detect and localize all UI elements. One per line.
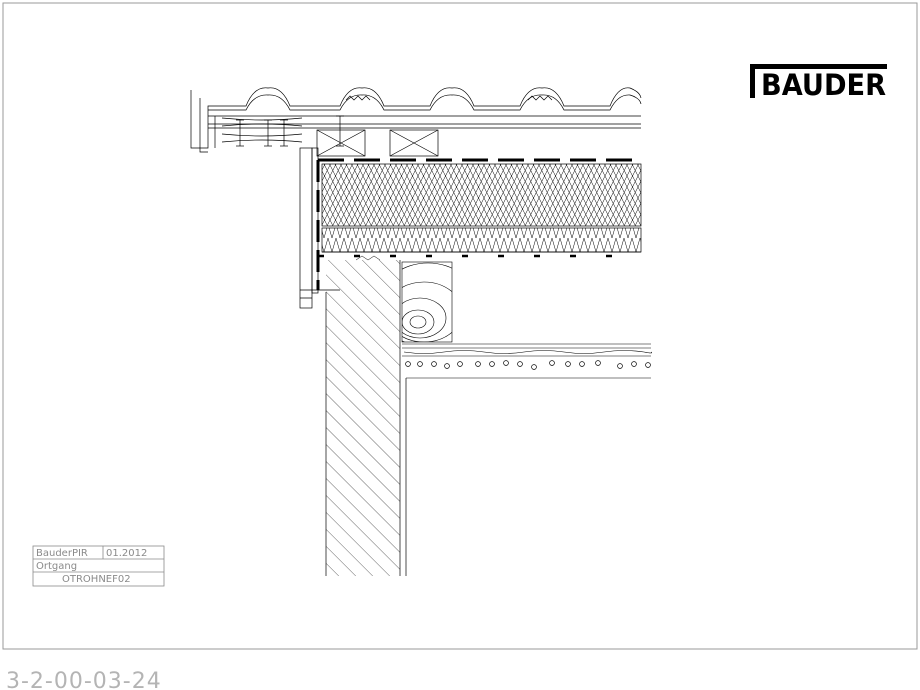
roof-tiles bbox=[190, 87, 642, 157]
title-block-date: 01.2012 bbox=[106, 548, 147, 559]
drawing-frame bbox=[2, 2, 918, 650]
title-block-detail: Ortgang bbox=[36, 561, 77, 572]
title-block: BauderPIR 01.2012 Ortgang OTROHNEF02 bbox=[32, 545, 165, 587]
roof-membrane bbox=[316, 158, 641, 290]
verge-board bbox=[299, 147, 340, 309]
title-block-drawing-id: OTROHNEF02 bbox=[62, 574, 131, 585]
bauder-logo-text: BAUDER bbox=[761, 68, 886, 102]
bauder-logo: BAUDER bbox=[750, 64, 887, 102]
pir-insulation bbox=[321, 163, 642, 253]
masonry-wall bbox=[325, 255, 407, 576]
timber-rafter bbox=[401, 261, 453, 343]
drawing-code: 3-2-00-03-24 bbox=[6, 669, 162, 690]
title-block-product: BauderPIR bbox=[36, 548, 88, 559]
ceiling-layers bbox=[402, 343, 652, 379]
